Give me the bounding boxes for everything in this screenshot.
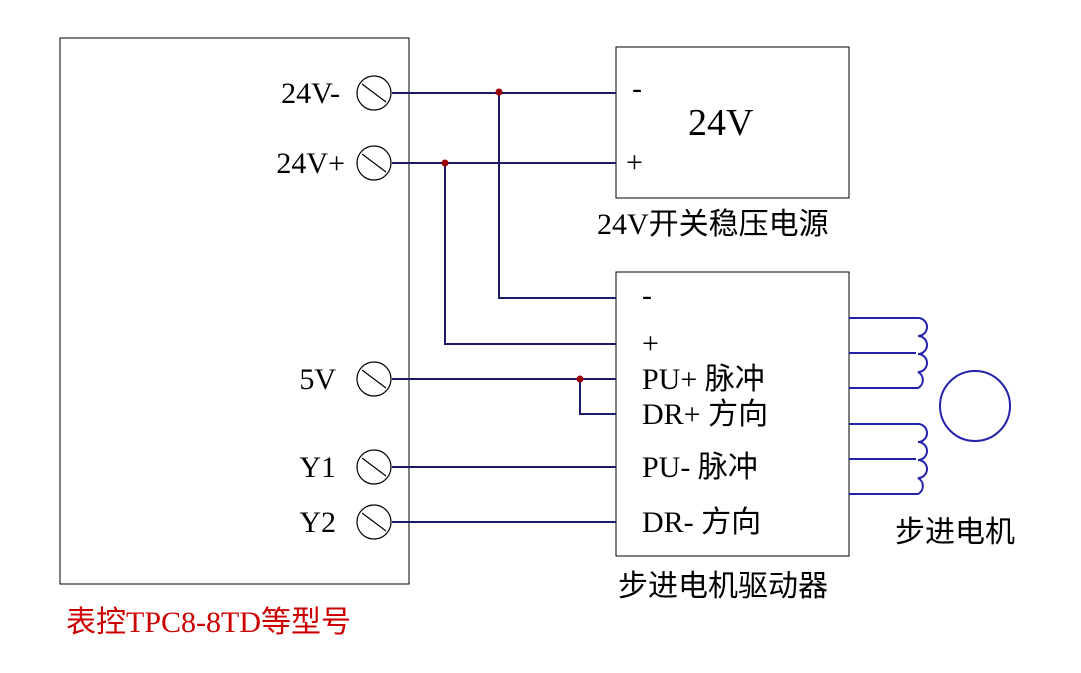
terminal-label-y1: Y1 [299,451,336,484]
terminal-label-24v-plus: 24V+ [276,147,345,180]
terminal-y1 [356,449,392,485]
junction-dot [441,159,449,167]
winding-b [849,423,928,495]
driver-minus-label: - [642,279,652,312]
wire-5v-to-dr-plus [579,379,616,415]
wire-24v-minus-to-driver [498,93,616,299]
driver-dr-minus-label: DR- 方向 [642,506,761,539]
terminal-5v [356,361,392,397]
winding-a [849,317,928,389]
motor-caption: 步进电机 [895,516,1015,549]
motor-windings [849,317,928,495]
terminal-label-24v-minus: 24V- [281,77,340,110]
terminal-label-5v: 5V [299,363,336,396]
wires [392,92,616,523]
psu-voltage-label: 24V [688,102,754,144]
controller-caption: 表控TPC8-8TD等型号 [66,606,351,639]
psu-minus-label: - [632,72,642,105]
power-supply-box [615,46,850,199]
junction-dot [576,375,584,383]
driver-pu-plus-label: PU+ 脉冲 [642,363,765,396]
driver-caption: 步进电机驱动器 [618,570,828,603]
junction-dot [495,88,503,96]
driver-plus-label: + [642,327,659,360]
terminal-y2 [356,504,392,540]
motor-rotor [939,370,1011,442]
terminal-24v-minus [356,75,392,111]
wire-24v-plus-to-driver [444,163,616,345]
terminal-label-y2: Y2 [299,506,336,539]
driver-dr-plus-label: DR+ 方向 [642,398,768,431]
psu-caption: 24V开关稳压电源 [597,208,829,241]
terminal-24v-plus [356,145,392,181]
controller-box [59,37,410,585]
psu-plus-label: + [626,146,643,179]
driver-box [615,271,850,557]
driver-pu-minus-label: PU- 脉冲 [642,451,758,484]
